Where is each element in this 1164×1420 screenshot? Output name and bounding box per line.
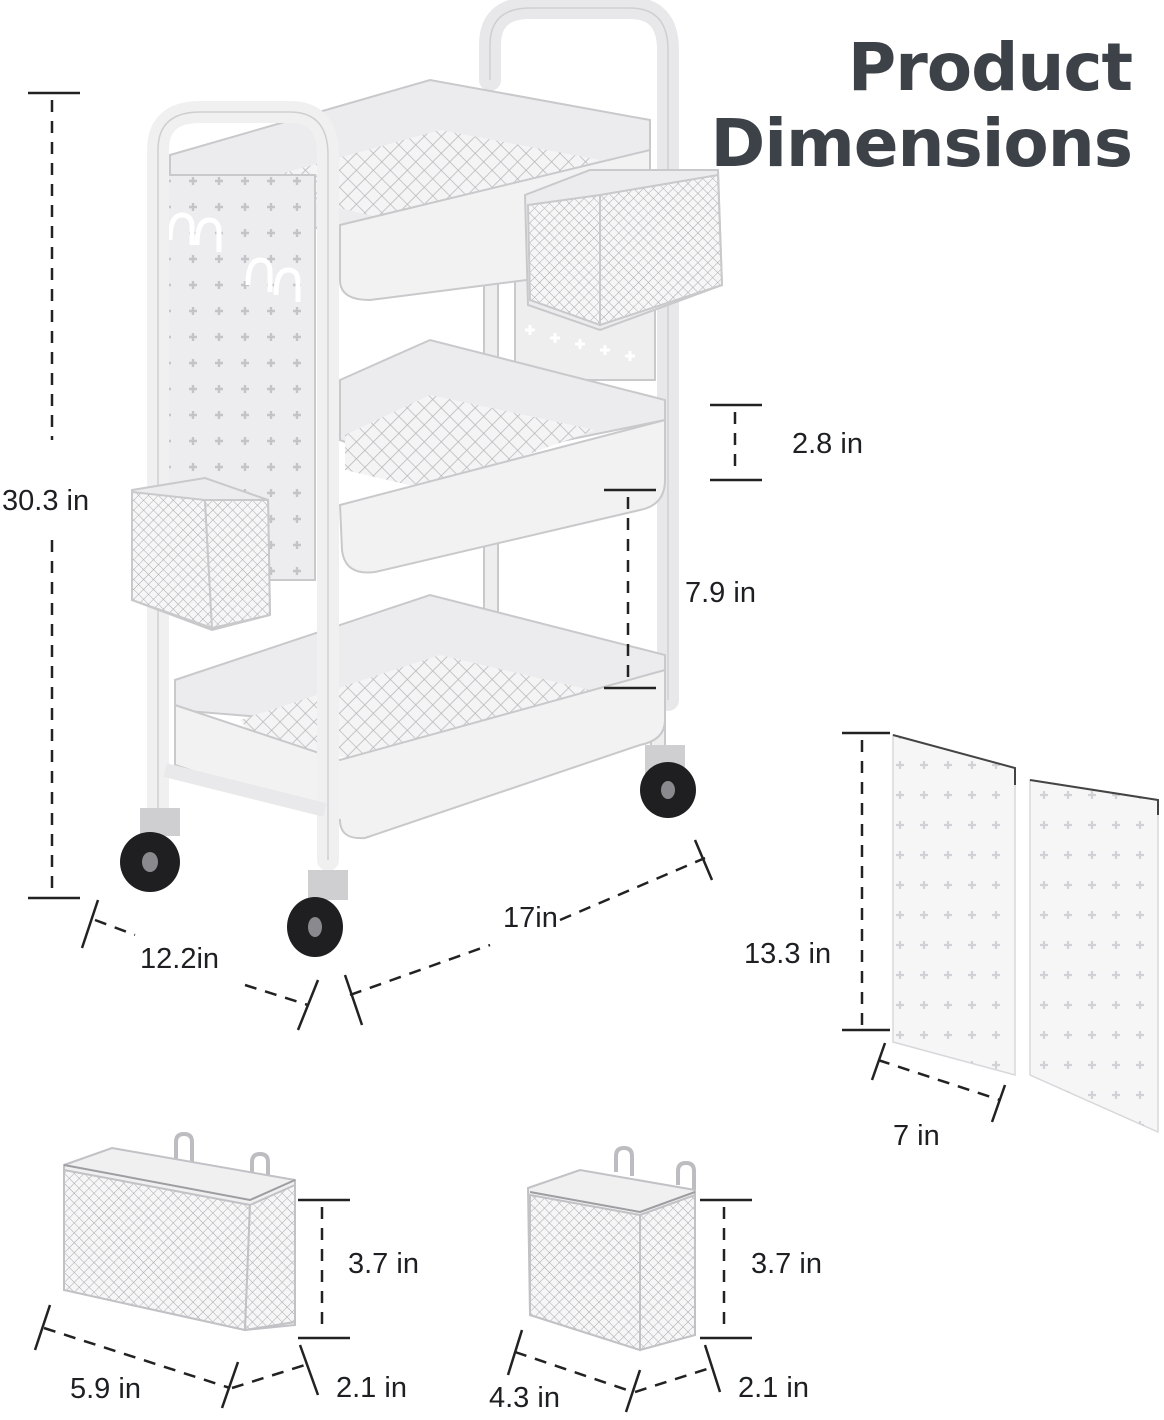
small-mesh-basket xyxy=(526,1145,696,1352)
height-dimension-line xyxy=(28,91,80,900)
caster-front-left xyxy=(120,808,180,892)
rolling-cart xyxy=(120,0,724,957)
shelf-spacing-label: 7.9 in xyxy=(685,577,756,609)
pegboard-panel-left xyxy=(892,734,1016,1076)
large-basket-depth-label: 2.1 in xyxy=(336,1372,407,1404)
left-basket xyxy=(131,476,272,632)
shelf-spacing-dimension-line xyxy=(604,488,656,690)
large-mesh-basket xyxy=(63,1131,296,1332)
width-dimension-line xyxy=(80,899,320,1031)
back-pegboard-holes xyxy=(525,325,635,361)
large-basket-base-dimension-lines xyxy=(33,1304,320,1409)
width-label: 12.2in xyxy=(140,943,220,975)
pegboard-panel-right xyxy=(1029,779,1159,1134)
page-title: Product Dimensions xyxy=(710,29,1133,182)
large-basket-height-label: 3.7 in xyxy=(348,1248,419,1280)
bottom-shelf xyxy=(174,593,666,840)
pegboard-height-dimension-line xyxy=(842,731,890,1032)
shelf-depth-dimension-line xyxy=(710,403,762,482)
small-basket-height-dimension-line xyxy=(700,1198,752,1340)
caster-front-right xyxy=(287,870,348,957)
total-height-label: 30.3 in xyxy=(2,485,90,517)
pegboard-height-label: 13.3 in xyxy=(744,938,832,970)
pegboard-panels xyxy=(892,734,1159,1134)
middle-shelf xyxy=(338,338,666,574)
length-label: 17in xyxy=(503,902,558,934)
large-basket-width-label: 5.9 in xyxy=(70,1373,141,1405)
small-basket-depth-label: 2.1 in xyxy=(738,1372,809,1404)
pegboard-width-label: 7 in xyxy=(893,1120,940,1152)
caster-back-right xyxy=(640,745,696,818)
casters xyxy=(120,745,696,957)
small-basket-width-label: 4.3 in xyxy=(489,1382,560,1414)
shelf-depth-label: 2.8 in xyxy=(792,428,863,460)
pegboard-width-dimension-line xyxy=(870,1042,1007,1123)
dimension-lines xyxy=(28,91,1007,1413)
title-line-1: Product xyxy=(847,29,1133,106)
title-line-2: Dimensions xyxy=(710,105,1133,182)
length-dimension-line xyxy=(343,839,714,1026)
large-basket-height-dimension-line xyxy=(298,1198,350,1340)
small-basket-base-dimension-lines xyxy=(506,1329,722,1413)
top-right-basket xyxy=(523,169,724,332)
small-basket-height-label: 3.7 in xyxy=(751,1248,822,1280)
